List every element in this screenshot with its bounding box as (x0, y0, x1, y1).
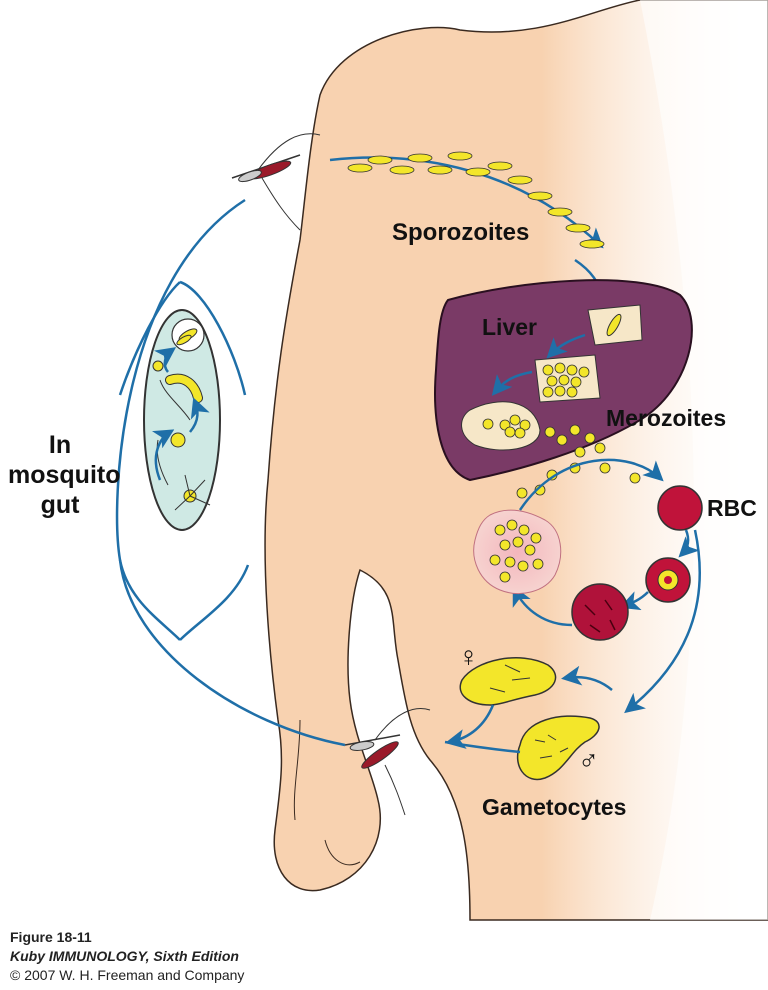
schizont-burst (473, 509, 562, 594)
figure-caption: Figure 18-11 Kuby IMMUNOLOGY, Sixth Edit… (10, 928, 244, 985)
mosquito-gut (143, 309, 221, 531)
label-rbc: RBC (707, 495, 757, 521)
label-female-symbol: ♀ (458, 641, 479, 672)
liver-merozoite-clusters (482, 362, 590, 439)
label-sporozoites: Sporozoites (392, 219, 530, 246)
trophozoite-cell (571, 583, 629, 641)
male-gametocyte (516, 715, 600, 781)
sporozoite-band (329, 151, 605, 249)
transmission-loop (115, 198, 346, 747)
female-gametocyte (459, 657, 557, 706)
label-merozoites: Merozoites (606, 405, 727, 431)
mosquito-top (231, 133, 321, 231)
label-gametocytes: Gametocytes (482, 794, 627, 820)
caption-book-title: Kuby IMMUNOLOGY, Sixth Edition (10, 948, 239, 964)
mosquito-bottom (344, 708, 431, 816)
caption-copyright: © 2007 W. H. Freeman and Company (10, 967, 245, 983)
label-gut: gut (40, 491, 80, 519)
label-in-mosquito-gut: In mosquito gut (8, 430, 121, 520)
label-in: In (48, 431, 72, 459)
caption-figure-number: Figure 18-11 (10, 929, 92, 945)
label-mosquito: mosquito (8, 461, 121, 489)
label-liver: Liver (482, 314, 537, 340)
gametocytes (444, 657, 613, 781)
erythrocytic-cycle (473, 458, 703, 714)
rbc-cell (657, 485, 703, 531)
label-male-symbol: ♂ (578, 745, 599, 776)
